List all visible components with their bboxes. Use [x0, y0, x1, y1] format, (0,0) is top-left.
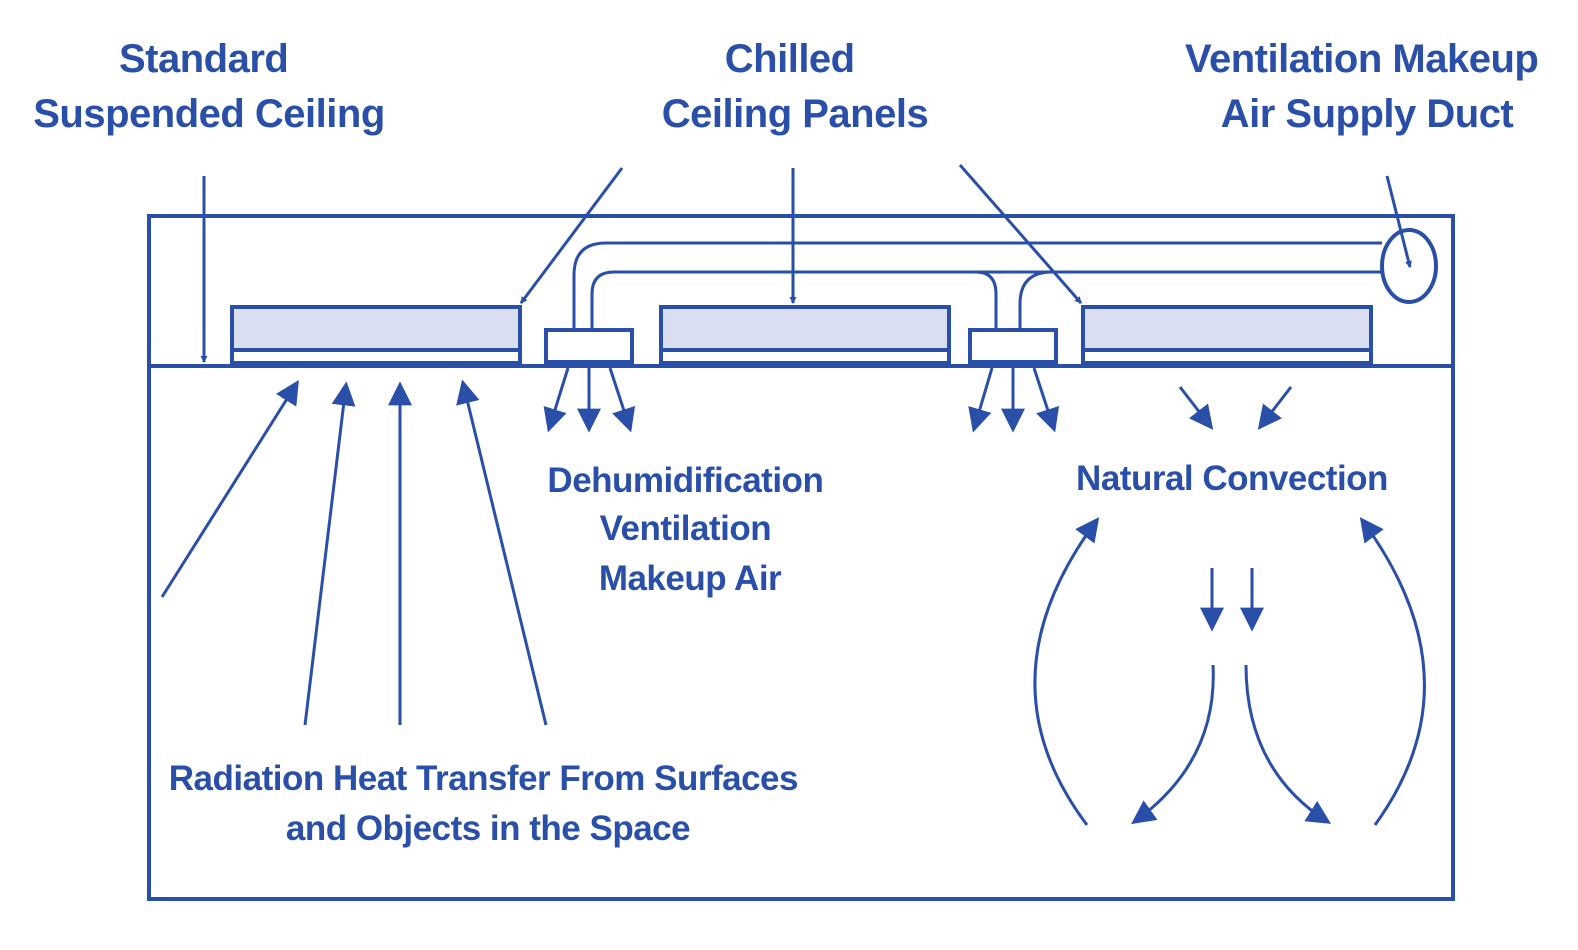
standard-ceiling-label: Standard Suspended Ceiling: [33, 37, 385, 136]
supply-duct-circle: [1380, 228, 1438, 304]
diffuser-airflow-right: [968, 367, 1060, 433]
diffuser-right: [968, 328, 1058, 364]
makeup-duct-label: Ventilation Makeup Air Supply Duct: [1185, 37, 1549, 136]
chilled-panel-pointer-right: [958, 164, 1083, 304]
chilled-panel-right: [1081, 305, 1373, 365]
radiation-label: Radiation Heat Transfer From Surfaces an…: [169, 759, 807, 848]
natural-convection-label: Natural Convection: [1076, 459, 1388, 498]
room-outline: [147, 214, 1455, 901]
supply-duct-pointer: [1385, 175, 1412, 269]
chilled-panel-left: [230, 305, 522, 365]
chilled-panel-middle: [659, 305, 951, 365]
radiation-arrows: [160, 379, 548, 726]
dehumidification-label: Dehumidification Ventilation Makeup Air: [547, 461, 832, 598]
chilled-panel-pointer-left: [519, 167, 624, 304]
natural-convection-arrows: [1033, 386, 1426, 826]
diffuser-airflow-left: [543, 367, 636, 433]
diffuser-left: [544, 328, 634, 364]
chilled-panels-label: Chilled Ceiling Panels: [662, 37, 928, 136]
